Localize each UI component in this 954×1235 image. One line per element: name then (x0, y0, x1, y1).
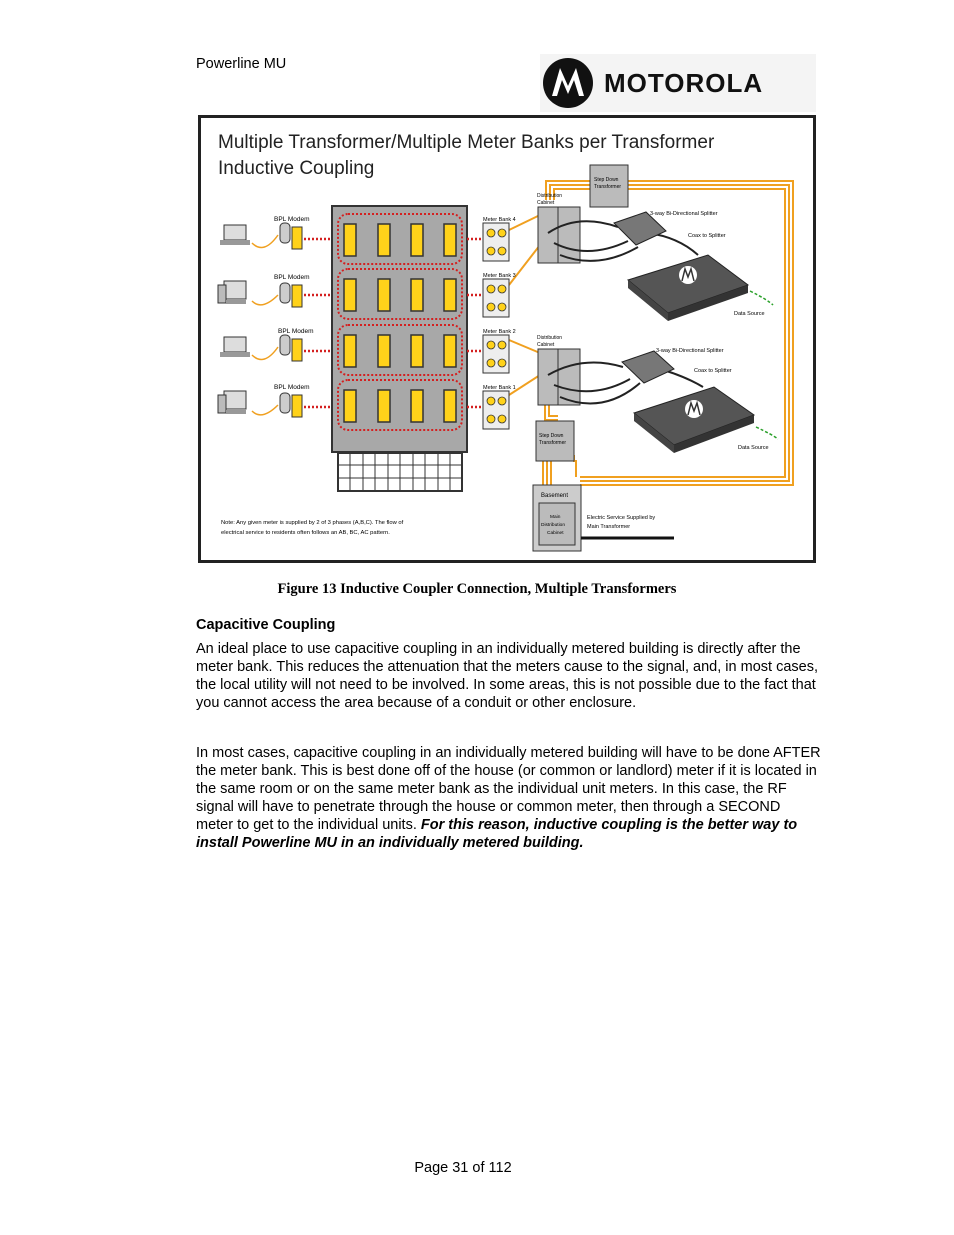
inductive-coupling-diagram: Multiple Transformer/Multiple Meter Bank… (198, 115, 816, 563)
motorola-logo: MOTOROLA (540, 54, 816, 112)
svg-text:Step Down: Step Down (539, 433, 564, 439)
svg-text:Data Source: Data Source (734, 311, 765, 317)
step-down-transformer-bottom: Step Down Transformer (535, 420, 575, 462)
modem-label: BPL Modem (274, 384, 310, 391)
section-heading: Capacitive Coupling (196, 617, 336, 633)
svg-text:Coax to Splitter: Coax to Splitter (688, 233, 726, 239)
svg-text:Main: Main (550, 514, 561, 520)
svg-text:Main Transformer: Main Transformer (587, 524, 630, 530)
svg-text:3-way Bi-Directional Splitter: 3-way Bi-Directional Splitter (650, 211, 718, 217)
router-top: Data Source (626, 254, 774, 321)
modem-group: BPL Modem BPL Modem BPL Modem BPL Modem (217, 216, 314, 418)
modem-label: BPL Modem (274, 274, 310, 281)
apartment-building (331, 205, 468, 492)
modem-label: BPL Modem (278, 328, 314, 335)
modem-label: BPL Modem (274, 216, 310, 223)
svg-text:Distribution: Distribution (541, 522, 565, 528)
document-header-title: Powerline MU (196, 56, 287, 72)
distribution-cabinet-top: Distribution Cabinet (537, 193, 581, 264)
distribution-cabinet-bottom: Distribution Cabinet (537, 335, 581, 406)
basement-main-cabinet: Basement Main Distribution Cabinet Elect… (532, 484, 674, 552)
meter-bank-label: Meter Bank 3 (483, 273, 516, 279)
svg-text:Basement: Basement (541, 493, 568, 499)
svg-text:Cabinet: Cabinet (537, 200, 555, 206)
splitter-bottom: 3-way Bi-Directional Splitter Coax to Sp… (621, 348, 732, 384)
svg-text:Distribution: Distribution (537, 335, 562, 341)
svg-text:Electric Service Supplied by: Electric Service Supplied by (587, 515, 655, 521)
page-number: Page 31 of 112 (414, 1160, 512, 1176)
step-down-transformer-top: Step Down Transformer (589, 164, 629, 208)
svg-text:Transformer: Transformer (539, 440, 566, 446)
body-paragraph: An ideal place to use capacitive couplin… (196, 641, 818, 711)
meter-bank-label: Meter Bank 2 (483, 329, 516, 335)
svg-text:Data Source: Data Source (738, 445, 769, 451)
logo-wordmark: MOTOROLA (604, 68, 763, 98)
body-paragraph: In most cases, capacitive coupling in an… (196, 744, 821, 852)
diagram-title-line1: Multiple Transformer/Multiple Meter Bank… (218, 132, 715, 153)
svg-text:Transformer: Transformer (594, 184, 621, 190)
meter-bank-label: Meter Bank 1 (483, 385, 516, 391)
svg-text:Distribution: Distribution (537, 193, 562, 199)
svg-text:3-way Bi-Directional Splitter: 3-way Bi-Directional Splitter (656, 348, 724, 354)
svg-text:Step Down: Step Down (594, 177, 619, 183)
meter-bank-label: Meter Bank 4 (483, 217, 516, 223)
emphasized-conclusion: For this reason, inductive coupling is t… (196, 817, 798, 851)
diagram-note-line2: electrical service to residents often fo… (221, 530, 390, 536)
svg-text:Cabinet: Cabinet (537, 342, 555, 348)
diagram-title-line2: Inductive Coupling (218, 158, 374, 179)
router-bottom: Data Source (632, 386, 779, 453)
figure-caption: Figure 13 Inductive Coupler Connection, … (277, 581, 677, 597)
diagram-note-line1: Note: Any given meter is supplied by 2 o… (221, 520, 404, 526)
svg-text:Coax to Splitter: Coax to Splitter (694, 368, 732, 374)
svg-text:Cabinet: Cabinet (547, 530, 564, 536)
splitter-top: 3-way Bi-Directional Splitter Coax to Sp… (613, 211, 726, 246)
meter-banks: Meter Bank 4 Meter Bank 3 Meter Bank 2 M… (482, 217, 516, 430)
paragraph-text: In most cases, capacitive coupling in an… (196, 745, 821, 833)
